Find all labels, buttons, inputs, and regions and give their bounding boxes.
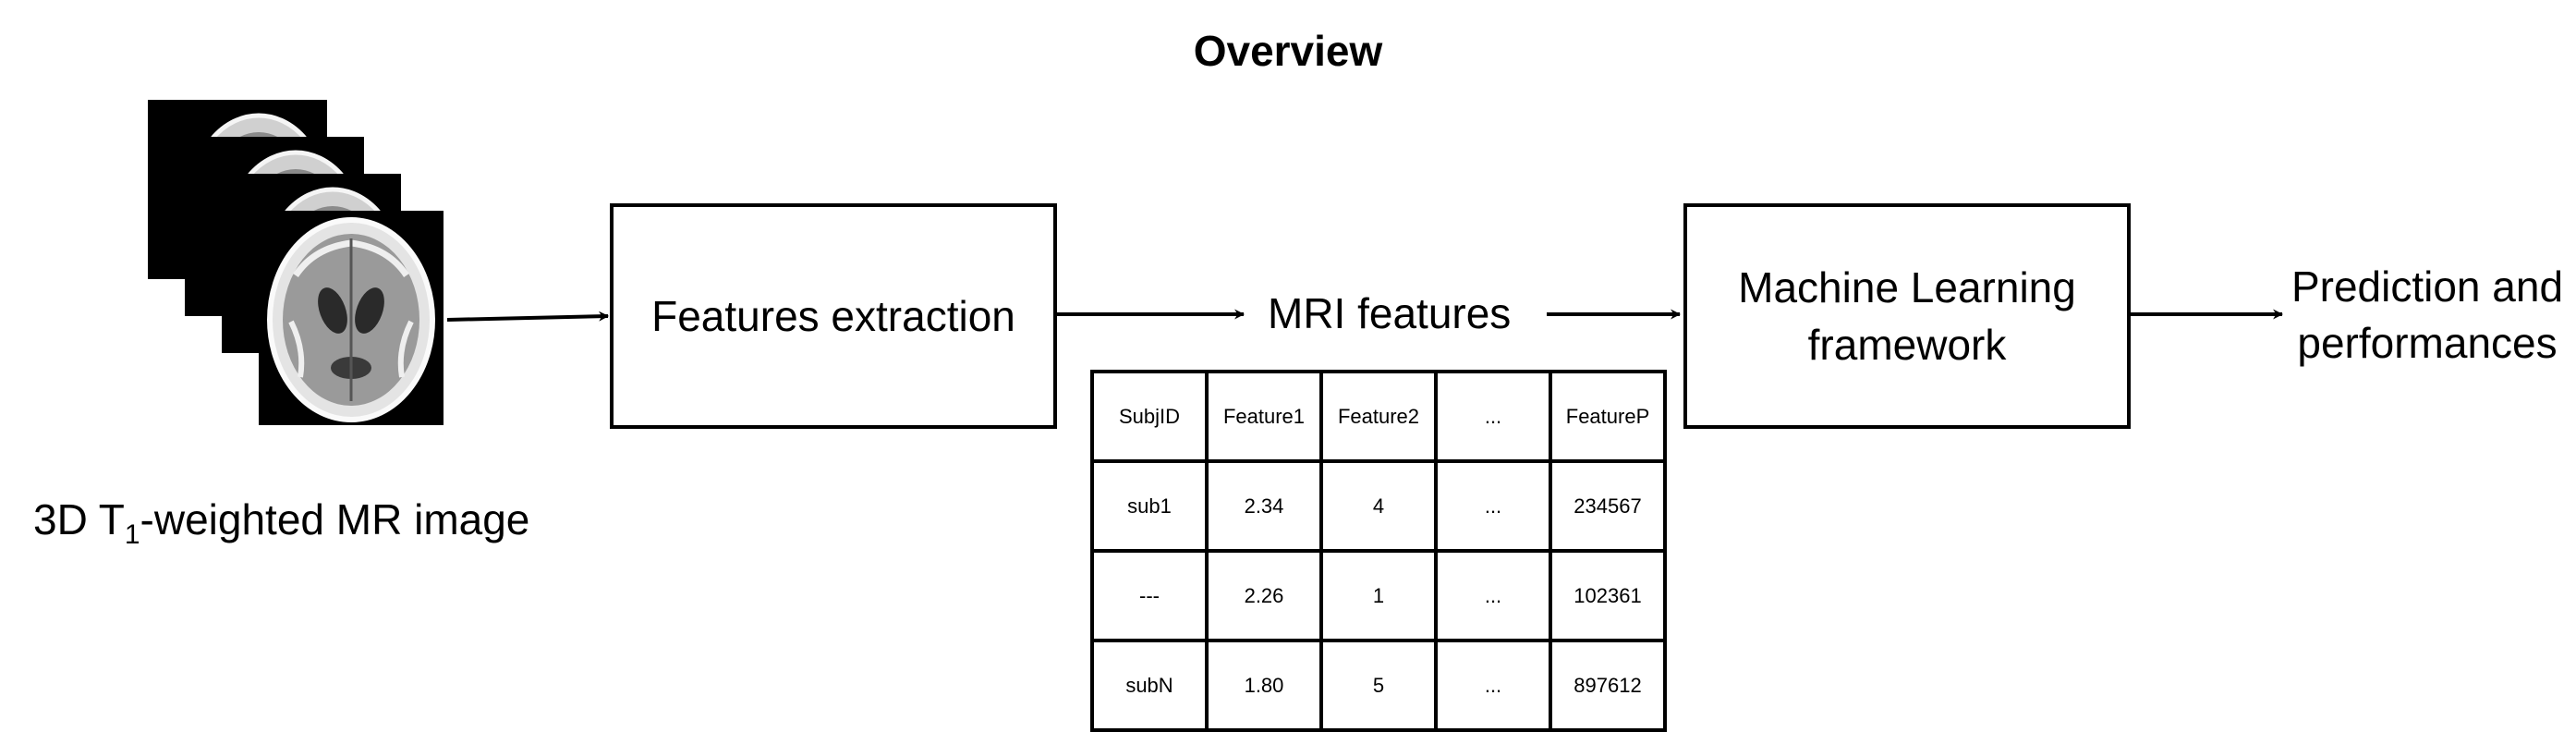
table-header-cell: ... [1434, 370, 1552, 463]
table-cell: 2.34 [1205, 459, 1323, 553]
ml-framework-label: Machine Learning framework [1738, 262, 2076, 369]
table-header-cell: Feature1 [1205, 370, 1323, 463]
mri-features-label: MRI features [1268, 289, 1512, 337]
table-header-cell: Feature2 [1319, 370, 1438, 463]
mri-image-label: 3D T1-weighted MR image [33, 494, 529, 551]
table-cell: 234567 [1549, 459, 1667, 553]
table-row: --- 2.26 1 ... 102361 [1090, 549, 1667, 642]
table-cell: 1.80 [1205, 639, 1323, 732]
table-cell: --- [1090, 549, 1209, 642]
ml-framework-box: Machine Learning framework [1683, 203, 2131, 429]
table-cell: ... [1434, 459, 1552, 553]
table-row: subN 1.80 5 ... 897612 [1090, 639, 1667, 732]
arrow-image-to-extraction [446, 311, 610, 322]
table-header-row: SubjID Feature1 Feature2 ... FeatureP [1090, 370, 1667, 463]
features-table: SubjID Feature1 Feature2 ... FeatureP su… [1090, 370, 1667, 732]
mri-slice-image-front [259, 211, 444, 425]
table-row: sub1 2.34 4 ... 234567 [1090, 459, 1667, 553]
table-cell: ... [1434, 549, 1552, 642]
table-cell: sub1 [1090, 459, 1209, 553]
features-extraction-label: Features extraction [651, 291, 1015, 340]
table-cell: 5 [1319, 639, 1438, 732]
mri-label-prefix: 3D T [33, 495, 125, 543]
table-cell: 897612 [1549, 639, 1667, 732]
features-extraction-box: Features extraction [610, 203, 1057, 429]
diagram-title: Overview [1193, 27, 1383, 75]
table-header-cell: SubjID [1090, 370, 1209, 463]
mri-image-stack [0, 0, 462, 434]
table-cell: 2.26 [1205, 549, 1323, 642]
mri-label-subscript: 1 [124, 519, 140, 551]
prediction-label: Prediction and performances [2290, 262, 2564, 367]
table-cell: 4 [1319, 459, 1438, 553]
mri-label-suffix: -weighted MR image [140, 495, 530, 543]
table-cell: 1 [1319, 549, 1438, 642]
table-cell: 102361 [1549, 549, 1667, 642]
table-header-cell: FeatureP [1549, 370, 1667, 463]
table-cell: ... [1434, 639, 1552, 732]
table-cell: subN [1090, 639, 1209, 732]
